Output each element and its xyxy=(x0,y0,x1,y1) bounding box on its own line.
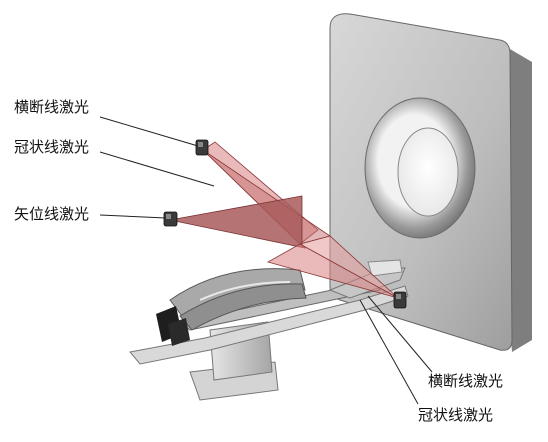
label-coronal-laser-top: 冠状线激光 xyxy=(14,138,90,156)
laser-emitter-bottom xyxy=(393,291,407,309)
label-transverse-laser-top: 横断线激光 xyxy=(14,98,90,116)
leg-support-lower xyxy=(179,283,307,331)
leg-support-ridge xyxy=(199,281,291,301)
leader-coronal-top xyxy=(99,151,215,187)
head-support xyxy=(367,259,403,277)
treatment-couch xyxy=(129,259,409,401)
sagittal-laser-fan xyxy=(169,195,306,249)
couch-top xyxy=(129,285,409,365)
leader-sagittal xyxy=(99,214,167,219)
label-transverse-laser-bottom: 横断线激光 xyxy=(428,372,504,390)
gantry-bore xyxy=(397,127,459,217)
laser-beams xyxy=(169,141,399,299)
laser-emitter-top xyxy=(195,139,209,156)
laser-emitters xyxy=(163,139,407,309)
label-sagittal-laser: 矢位线激光 xyxy=(14,205,90,223)
leader-transverse-top xyxy=(99,116,199,147)
laser-emitter-sagittal xyxy=(163,211,178,227)
label-coronal-laser-bottom: 冠状线激光 xyxy=(418,406,494,424)
coronal-laser-fan-bottom xyxy=(298,235,399,299)
leader-transverse-bottom xyxy=(367,295,433,373)
foot-block-2 xyxy=(168,318,190,346)
leader-lines xyxy=(99,116,433,405)
leader-coronal-bottom xyxy=(359,299,419,405)
